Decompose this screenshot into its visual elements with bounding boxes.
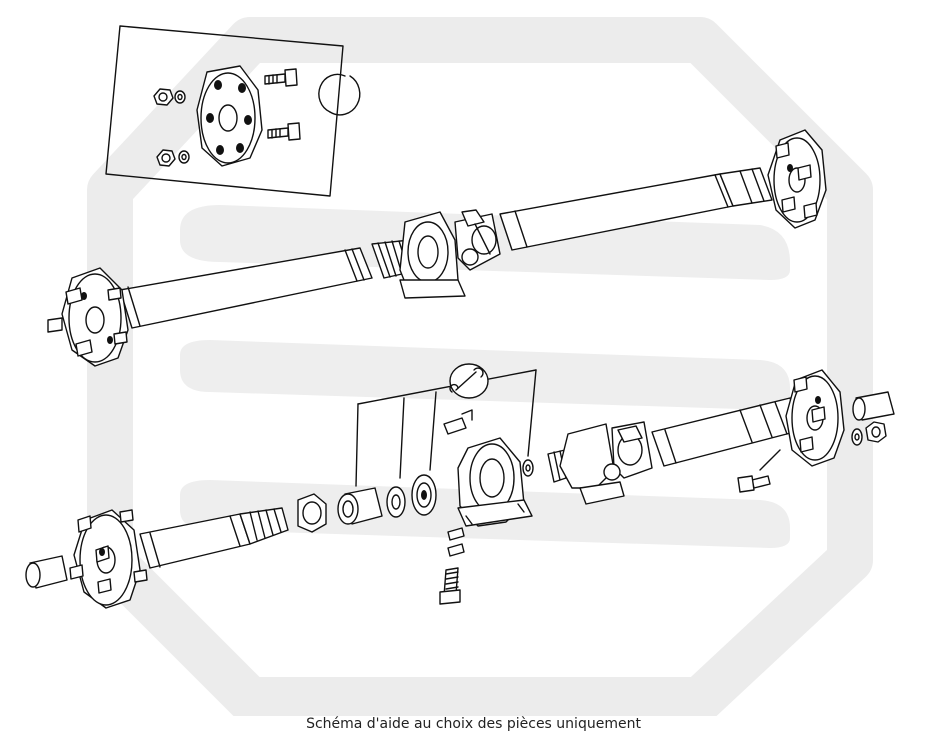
lower-washer-stack	[447, 527, 465, 557]
lower-washer	[386, 486, 406, 518]
upper-right-flex-disc	[767, 129, 827, 229]
inset-nut-lower	[156, 149, 190, 167]
lower-right-bolt	[737, 449, 781, 493]
upper-center-bearing	[399, 211, 466, 299]
upper-u-joint	[454, 209, 501, 271]
inset-bolt-upper	[264, 68, 298, 87]
lower-drive-shaft	[25, 363, 895, 609]
lower-right-nut	[865, 421, 887, 443]
lower-center-support	[457, 437, 533, 527]
inset-flex-disc	[196, 65, 263, 167]
lower-left-bushing	[25, 555, 68, 589]
lower-left-flex-disc	[69, 509, 148, 609]
lower-right-washer	[851, 428, 863, 446]
diagram-caption: Schéma d'aide au choix des pièces unique…	[306, 716, 641, 732]
inset-detail-box	[105, 25, 361, 197]
lower-sleeve	[337, 487, 383, 525]
lower-right-bushing	[852, 391, 895, 421]
upper-left-flex-disc	[47, 267, 129, 367]
lower-hex-nut	[297, 493, 327, 533]
inset-bolt-lower	[267, 122, 301, 141]
inset-nut-upper	[153, 88, 186, 106]
callout-lines	[355, 369, 537, 487]
lower-small-ring	[522, 459, 534, 477]
lower-u-joint	[559, 421, 653, 505]
small-clip	[443, 409, 473, 435]
lower-bolt	[439, 567, 461, 605]
upper-drive-shaft	[47, 129, 827, 367]
wrench-icon	[449, 363, 489, 399]
lower-right-flex-disc	[785, 369, 845, 467]
lower-bearing	[411, 474, 437, 516]
